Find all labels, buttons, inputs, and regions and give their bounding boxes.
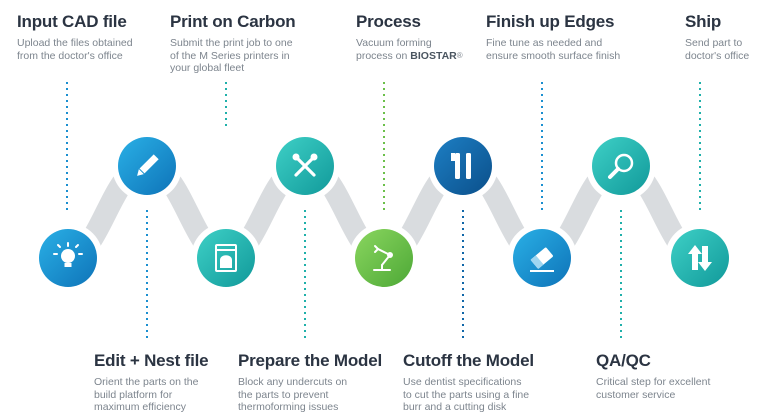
printer-icon [215,244,237,272]
step-description-text: Vacuum forming process on [356,37,432,62]
step-description: Send part to doctor's office [685,37,750,62]
brand-name: BIOSTAR [410,49,457,62]
step-qa-qc: QA/QC Critical step for excellent custom… [596,351,766,401]
step-ship: Ship Send part to doctor's office [685,12,779,62]
connector-lines [66,82,701,340]
node-cutoff-model [434,137,492,195]
step-description: Orient the parts on the build platform f… [94,376,199,413]
pencil-icon [137,154,159,176]
step-print-carbon: Print on Carbon Submit the print job to … [170,12,340,75]
step-description: Critical step for excellent customer ser… [596,376,711,401]
tools-icon [292,153,318,177]
robot-arm-icon [373,245,393,271]
lightbulb-icon [53,242,83,267]
step-description: Vacuum forming process on BIOSTAR® [356,37,526,62]
step-finish-edges: Finish up Edges Fine tune as needed and … [486,12,656,62]
step-title: QA/QC [596,351,651,370]
step-prepare-model: Prepare the Model Block any undercuts on… [238,351,408,414]
step-input-cad: Input CAD file Upload the files obtained… [17,12,187,62]
step-title: Ship [685,12,722,31]
up-down-arrows-icon [688,245,712,271]
step-title: Finish up Edges [486,12,615,31]
step-title: Edit + Nest file [94,351,209,370]
step-title: Cutoff the Model [403,351,534,370]
step-description: Upload the files obtained from the docto… [17,37,133,62]
step-title: Print on Carbon [170,12,296,31]
step-description: Use dentist specifications to cut the pa… [403,376,530,413]
step-cutoff-model: Cutoff the Model Use dentist specificati… [403,351,573,414]
node-ship [671,229,729,287]
node-process [355,229,413,287]
step-edit-nest: Edit + Nest file Orient the parts on the… [94,351,264,414]
step-description: Submit the print job to one of the M Ser… [170,37,293,74]
magnifier-icon [608,153,634,179]
step-title: Process [356,12,421,31]
calipers-icon [451,153,471,179]
node-qa-qc [592,137,650,195]
step-description: Block any undercuts on the parts to prev… [238,376,348,413]
step-title: Prepare the Model [238,351,382,370]
step-title: Input CAD file [17,12,127,31]
step-description: Fine tune as needed and ensure smooth su… [486,37,621,62]
step-process: Process Vacuum forming process on BIOSTA… [356,12,526,62]
registered-mark: ® [456,50,463,60]
eraser-icon [530,247,554,272]
